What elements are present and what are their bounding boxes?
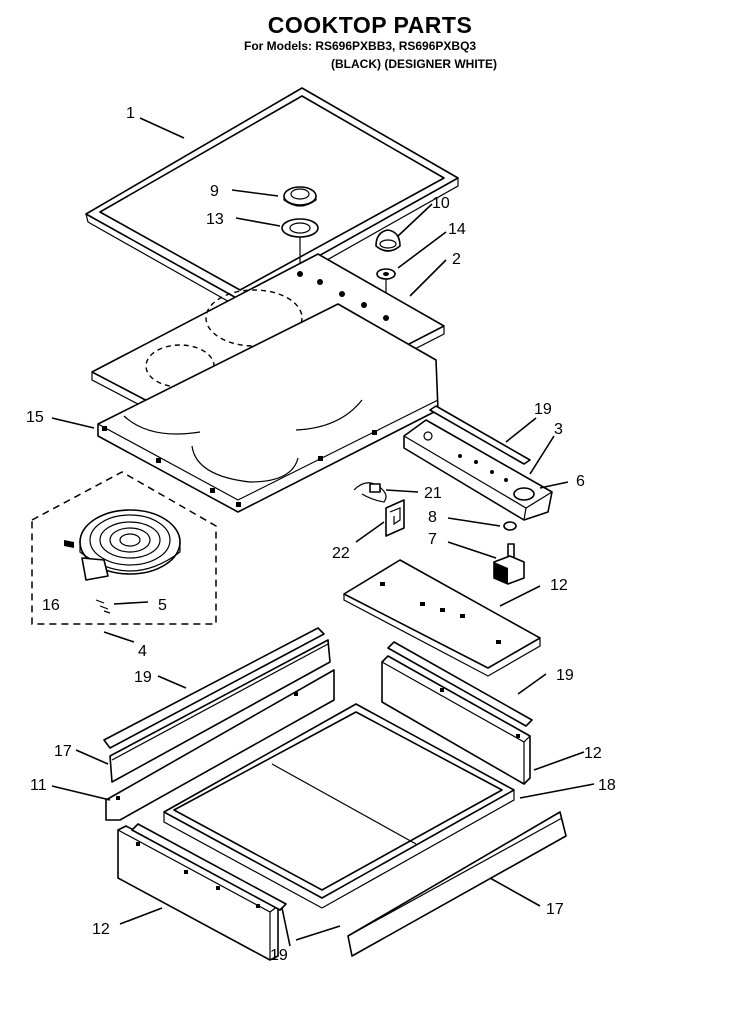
- diagram-header: COOKTOP PARTS For Models: RS696PXBB3, RS…: [0, 0, 752, 80]
- variants-line: (BLACK) (DESIGNER WHITE): [331, 57, 497, 71]
- part-9-cap: [283, 186, 317, 207]
- part-13-gasket: [281, 218, 319, 238]
- callout-7: 7: [428, 531, 437, 548]
- part-1-trim-frame: [85, 87, 459, 309]
- callout-12-top: 12: [550, 577, 568, 594]
- callout-4: 4: [138, 643, 147, 660]
- callout-19-front: 19: [270, 947, 288, 964]
- callout-19-top: 19: [534, 401, 552, 418]
- part-18-tray: [163, 703, 515, 909]
- callout-21: 21: [424, 485, 442, 502]
- callout-8: 8: [428, 509, 437, 526]
- part-12-panel-a: [343, 559, 541, 677]
- callout-17-left: 17: [54, 743, 72, 760]
- callout-22: 22: [332, 545, 350, 562]
- callout-16: 16: [42, 597, 60, 614]
- part-19-strip-top: [429, 405, 531, 465]
- part-4-element-assembly: [31, 471, 217, 625]
- part-22-clip: [385, 499, 405, 537]
- part-3-control-housing: [403, 419, 553, 521]
- callout-10: 10: [432, 195, 450, 212]
- callout-11: 11: [30, 777, 47, 794]
- callout-2: 2: [452, 251, 461, 268]
- part-12-panel-b: [381, 655, 531, 785]
- models-line: For Models: RS696PXBB3, RS696PXBQ3: [244, 39, 477, 53]
- callout-13: 13: [206, 211, 224, 228]
- part-14-washer: [376, 268, 396, 280]
- callout-1: 1: [126, 105, 135, 122]
- part-11-side-panel: [105, 669, 335, 821]
- part-19-strip-front: [131, 823, 287, 911]
- part-21-connector: [353, 482, 387, 503]
- page-title: COOKTOP PARTS: [267, 12, 473, 38]
- part-19-strip-left: [103, 627, 325, 749]
- callout-17-front: 17: [546, 901, 564, 918]
- callout-14: 14: [448, 221, 466, 238]
- callout-19-left: 19: [134, 669, 152, 686]
- callout-3: 3: [554, 421, 563, 438]
- callout-labels: 1 9 13 10 14 2 15 19 3 6 21 8 22 7 16 5 …: [26, 105, 616, 964]
- callout-18: 18: [598, 777, 616, 794]
- callout-9: 9: [210, 183, 219, 200]
- part-12-panel-c: [117, 825, 279, 961]
- callout-12-front: 12: [92, 921, 110, 938]
- callout-5: 5: [158, 597, 167, 614]
- callout-12-right: 12: [584, 745, 602, 762]
- part-19-strip-right: [387, 641, 533, 727]
- callout-6: 6: [576, 473, 585, 490]
- callout-15: 15: [26, 409, 44, 426]
- callout-19-right: 19: [556, 667, 574, 684]
- part-17-strip-front: [347, 811, 567, 957]
- part-17-side-left: [109, 639, 331, 783]
- part-7-switch: [493, 543, 525, 585]
- part-10-knob: [375, 229, 401, 252]
- leader-lines: [51, 117, 595, 947]
- part-8-washer: [503, 521, 517, 531]
